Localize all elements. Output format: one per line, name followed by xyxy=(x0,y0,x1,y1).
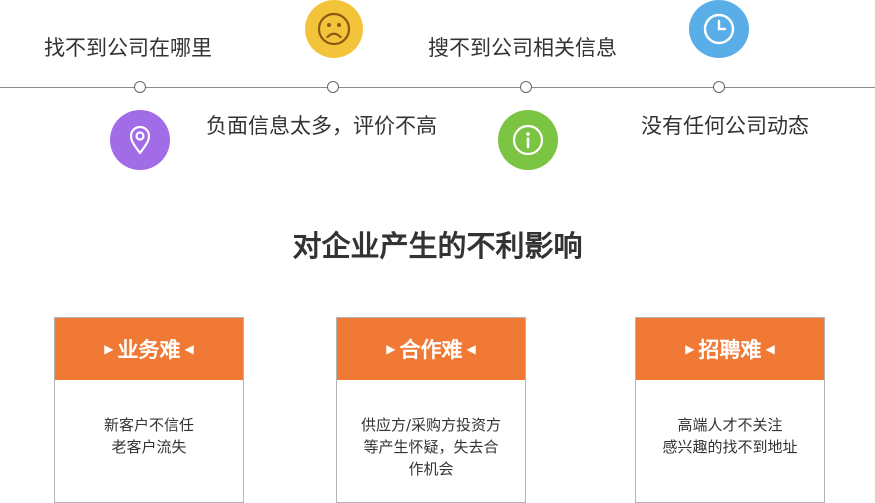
issue-no-company-news: 没有任何公司动态 xyxy=(641,114,809,138)
card-title: 合作难 xyxy=(399,338,463,362)
triangle-right-icon: ▶ xyxy=(104,342,114,356)
timeline-dot xyxy=(520,81,532,93)
card-line: 感兴趣的找不到地址 xyxy=(662,438,798,456)
triangle-left-icon: ◀ xyxy=(466,342,476,356)
timeline-dot xyxy=(134,81,146,93)
location-pin-icon xyxy=(110,110,170,170)
card-business: ▶ 业务难 ◀ 新客户不信任 老客户流失 xyxy=(54,317,244,503)
timeline-dot xyxy=(713,81,725,93)
issue-cannot-find-location: 找不到公司在哪里 xyxy=(44,36,212,60)
issue-cannot-search-info: 搜不到公司相关信息 xyxy=(428,36,617,60)
card-title: 业务难 xyxy=(117,338,181,362)
card-body: 高端人才不关注 感兴趣的找不到地址 xyxy=(636,380,824,458)
card-line: 老客户流失 xyxy=(111,438,187,456)
card-header: ▶ 合作难 ◀ xyxy=(337,318,525,380)
clock-icon xyxy=(689,0,749,58)
triangle-right-icon: ▶ xyxy=(386,342,396,356)
timeline-line xyxy=(0,87,875,88)
card-line: 供应方/采购方投资方 xyxy=(360,416,502,434)
card-line: 高端人才不关注 xyxy=(677,416,783,434)
triangle-left-icon: ◀ xyxy=(765,342,775,356)
card-recruiting: ▶ 招聘难 ◀ 高端人才不关注 感兴趣的找不到地址 xyxy=(635,317,825,503)
issue-negative-info: 负面信息太多，评价不高 xyxy=(206,114,437,138)
card-line: 作机会 xyxy=(408,460,454,478)
card-title: 招聘难 xyxy=(698,338,762,362)
card-line: 新客户不信任 xyxy=(103,416,194,434)
triangle-right-icon: ▶ xyxy=(685,342,695,356)
card-body: 新客户不信任 老客户流失 xyxy=(55,380,243,458)
impact-heading: 对企业产生的不利影响 xyxy=(292,229,583,263)
sad-face-icon xyxy=(305,0,363,58)
card-cooperation: ▶ 合作难 ◀ 供应方/采购方投资方 等产生怀疑，失去合 作机会 xyxy=(336,317,526,503)
card-header: ▶ 业务难 ◀ xyxy=(55,318,243,380)
card-body: 供应方/采购方投资方 等产生怀疑，失去合 作机会 xyxy=(337,380,525,480)
card-header: ▶ 招聘难 ◀ xyxy=(636,318,824,380)
triangle-left-icon: ◀ xyxy=(184,342,194,356)
card-line: 等产生怀疑，失去合 xyxy=(363,438,499,456)
timeline-dot xyxy=(327,81,339,93)
info-icon xyxy=(498,110,558,170)
